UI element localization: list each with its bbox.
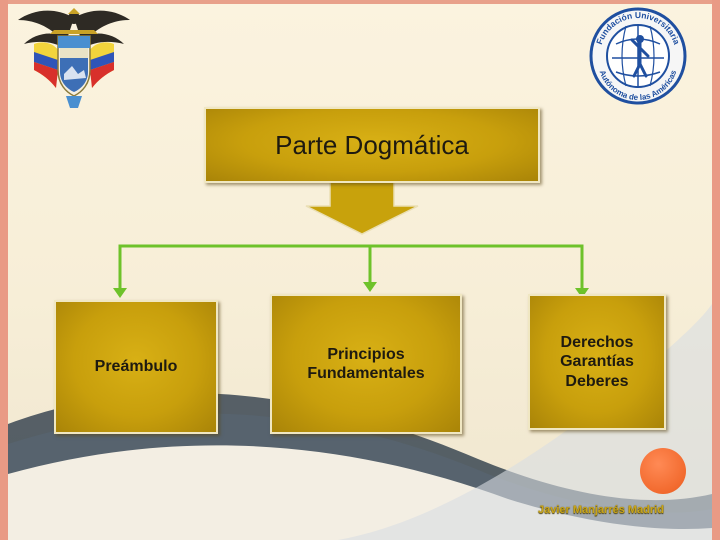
root-label: Parte Dogmática — [275, 129, 469, 160]
child-2-line-1: Principios — [327, 345, 405, 363]
down-arrow — [305, 179, 419, 235]
child-box-3: Derechos Garantías Deberes — [528, 294, 666, 430]
child-1-line-1: Preámbulo — [94, 358, 178, 376]
arrowhead-right — [575, 288, 589, 298]
child-3-line-1: Derechos — [560, 334, 634, 352]
child-3-line-3: Deberes — [565, 372, 629, 390]
accent-circle — [640, 448, 686, 494]
child-3-line-2: Garantías — [560, 353, 634, 371]
arrowhead-left — [113, 288, 127, 298]
slide-border-right — [712, 0, 720, 540]
author-credit: Javier Manjarrés Madrid — [538, 504, 664, 516]
slide-border-left — [0, 0, 8, 540]
colombia-coat-of-arms-icon — [18, 8, 130, 108]
university-seal-icon: Fundación Universitaria Autónoma de las … — [589, 7, 687, 105]
child-2-line-2: Fundamentales — [307, 365, 425, 382]
arrowhead-middle — [363, 282, 377, 292]
child-box-1: Preámbulo — [54, 300, 218, 434]
child-box-2: Principios Fundamentales — [270, 294, 462, 434]
root-box: Parte Dogmática — [204, 107, 540, 183]
connector-lines — [113, 179, 589, 298]
horizontal-connector — [118, 244, 584, 296]
slide: Parte Dogmática Preámbulo Principios Fun… — [8, 4, 712, 540]
